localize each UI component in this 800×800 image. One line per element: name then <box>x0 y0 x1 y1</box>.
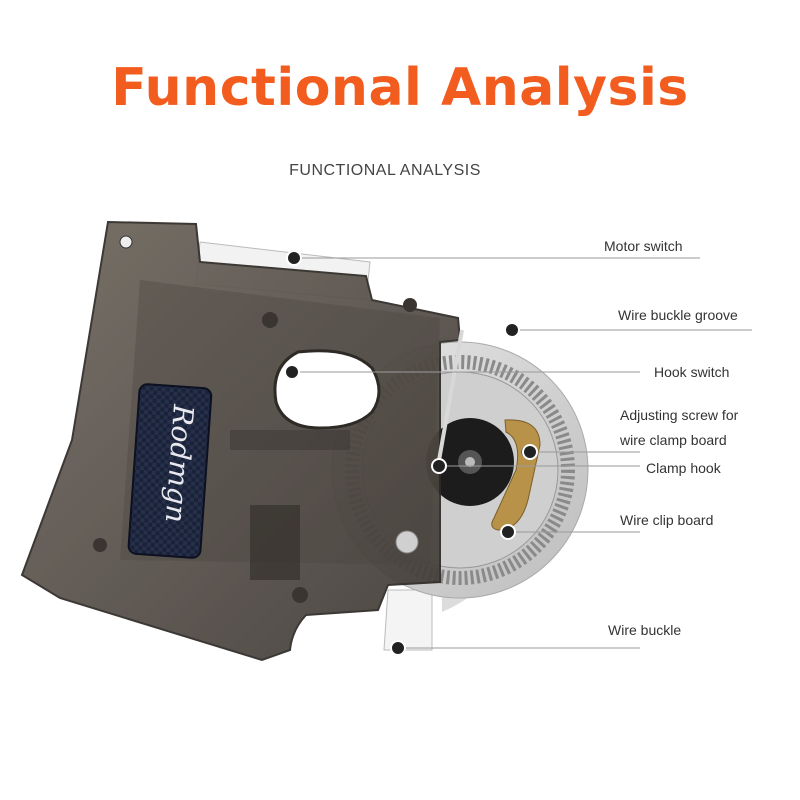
wire-buckle-groove-dot <box>504 322 520 338</box>
bottom-screw <box>395 530 419 554</box>
motor-switch-label: Motor switch <box>604 238 683 254</box>
hook-switch-label: Hook switch <box>654 364 730 380</box>
page-subtitle: FUNCTIONAL ANALYSIS <box>289 162 481 179</box>
wire-buckle-groove-label: Wire buckle groove <box>618 307 738 323</box>
hook-switch-dot <box>284 364 300 380</box>
adjusting-screw-label-line2: wire clamp board <box>620 432 727 448</box>
adjusting-screw-label-line1: Adjusting screw for <box>620 407 739 423</box>
page-title: Functional Analysis <box>111 58 689 118</box>
wire-buckle-label: Wire buckle <box>608 622 682 638</box>
adjusting-screw-dot <box>522 444 538 460</box>
motor-switch-dot <box>286 250 302 266</box>
clamp-hook-label: Clamp hook <box>646 460 721 476</box>
wire-clip-board-label: Wire clip board <box>620 512 714 528</box>
wire-clip-board-dot <box>500 524 516 540</box>
wire-buckle-tab <box>383 589 433 651</box>
wire-buckle-dot <box>390 640 406 656</box>
hook-switch-window <box>273 349 381 430</box>
clamp-hook-dot <box>431 458 447 474</box>
brand-panel: Rodmgn <box>127 383 213 559</box>
hook-lever <box>436 329 464 467</box>
